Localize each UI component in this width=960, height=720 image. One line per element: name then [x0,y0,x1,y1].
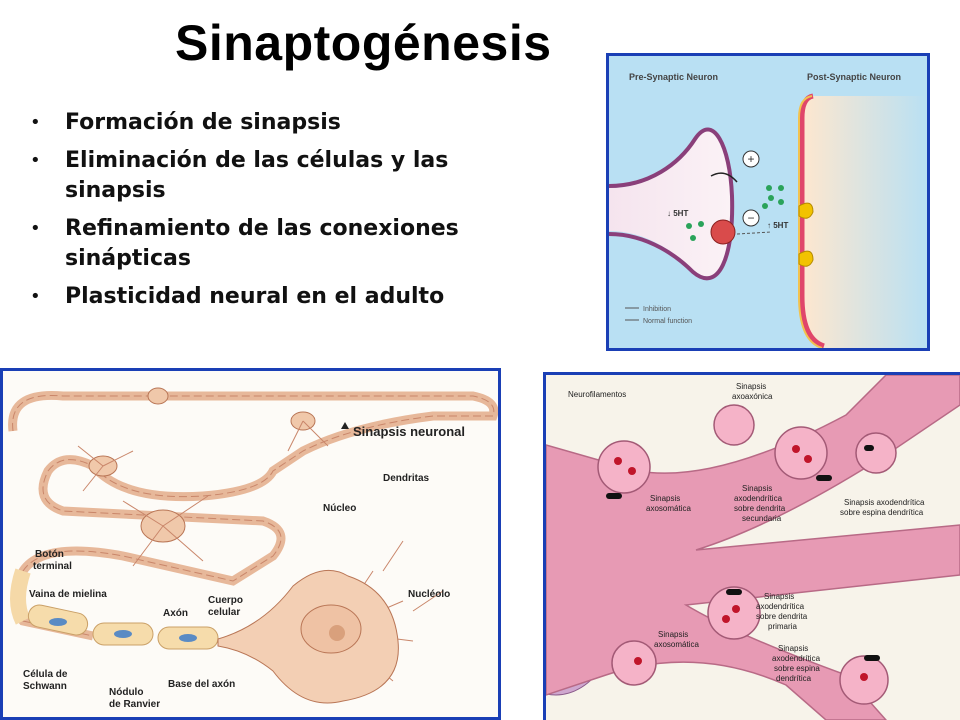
bullet-icon: • [30,218,41,239]
axon-label: Axón [163,608,188,619]
svg-text:celular: celular [208,607,240,618]
cuerpo-label: Cuerpo [208,595,243,606]
receptor-icon [798,250,814,267]
slide-title: Sinaptogénesis [175,15,552,71]
vaina-label: Vaina de mielina [29,589,107,600]
synaptic-boutons [597,404,897,705]
svg-text:axoaxónica: axoaxónica [732,392,773,401]
dendritas-label: Dendritas [383,473,430,484]
small-neuron [147,387,169,405]
pre-membrane [609,127,735,281]
neurofilamentos-label: Neurofilamentos [568,390,626,399]
axosomatica-label-1: Sinapsis [650,494,680,503]
celula-label: Célula de [23,669,68,680]
axodendritica-primaria-label: Sinapsis [764,592,794,601]
svg-text:+: + [747,152,754,166]
neuron-diagram: Sinapsis neuronal Dendritas Núcleo Botón… [3,371,498,717]
plus-icon [742,150,760,168]
legend-inhibition: Inhibition [643,306,671,313]
svg-text:sobre dendrita: sobre dendrita [734,504,786,513]
nodulo-label: Nódulo [109,687,143,698]
bullet-icon: • [30,112,41,133]
axosomatica-label-2: Sinapsis [658,630,688,639]
svg-text:terminal: terminal [33,561,72,572]
synapse-types-panel: Neurofilamentos Sinapsis axoaxónica Sina… [543,372,960,720]
bullet-item: •Plasticidad neural en el adulto [28,282,548,312]
boton-label: Botón [35,549,64,560]
svg-text:axosomática: axosomática [646,504,691,513]
pre-neuron-label: Pre-Synaptic Neuron [629,72,718,82]
neuron-diagram-panel: Sinapsis neuronal Dendritas Núcleo Botón… [0,368,501,720]
espina-label-2: Sinapsis [778,644,808,653]
svg-text:axosomática: axosomática [654,640,699,649]
espina-label-1: Sinapsis axodendrítica [844,498,925,507]
bullet-icon: • [30,150,41,171]
bullet-icon: • [30,286,41,307]
base-axon-label: Base del axón [168,679,235,690]
svg-text:dendrítica: dendrítica [776,674,812,683]
bullet-item: •Eliminación de las células y las sinaps… [30,148,449,203]
transporter-icon [710,219,736,245]
svg-text:sobre espina: sobre espina [774,664,820,673]
svg-text:secundaria: secundaria [742,514,782,523]
svg-text:Schwann: Schwann [23,681,67,692]
down-5ht-label: ↓ 5HT [667,209,688,218]
svg-text:sobre dendrita: sobre dendrita [756,612,808,621]
nucleolo-label: Nucléolo [408,589,450,600]
synapse-diagram: + − Pre-Synaptic Neuron Post-Synaptic Ne… [609,56,927,348]
myelin-sheath [10,568,219,650]
svg-text:axodendrítica: axodendrítica [734,494,783,503]
svg-text:de Ranvier: de Ranvier [109,699,160,710]
svg-text:primaria: primaria [768,622,797,631]
sinapsis-neuronal-label: Sinapsis neuronal [353,424,465,439]
synapse-types-diagram: Neurofilamentos Sinapsis axoaxónica Sina… [546,375,960,720]
svg-text:axodendrítica: axodendrítica [756,602,805,611]
synapse-diagram-panel: + − Pre-Synaptic Neuron Post-Synaptic Ne… [606,53,930,351]
bullet-item: •Refinamiento de las conexiones sináptic… [30,216,459,271]
serotonin-dots [686,185,784,241]
axoaxonica-label: Sinapsis [736,382,766,391]
svg-text:axodendrítica: axodendrítica [772,654,821,663]
minus-icon [742,209,760,227]
dendrite-trunks [546,375,960,720]
svg-text:sobre espina dendrítica: sobre espina dendrítica [840,508,924,517]
nucleolus [329,625,345,641]
post-neuron-label: Post-Synaptic Neuron [807,72,901,82]
bullet-list: •Formación de sinapsis •Eliminación de l… [28,108,548,320]
axodendritica-secundaria-label: Sinapsis [742,484,772,493]
up-5ht-label: ↑ 5HT [767,221,788,230]
receptor-icon [798,202,814,219]
svg-text:−: − [747,211,754,225]
nucleo-label: Núcleo [323,503,356,514]
bullet-item: •Formación de sinapsis [28,108,548,138]
legend-normal: Normal function [643,318,692,325]
